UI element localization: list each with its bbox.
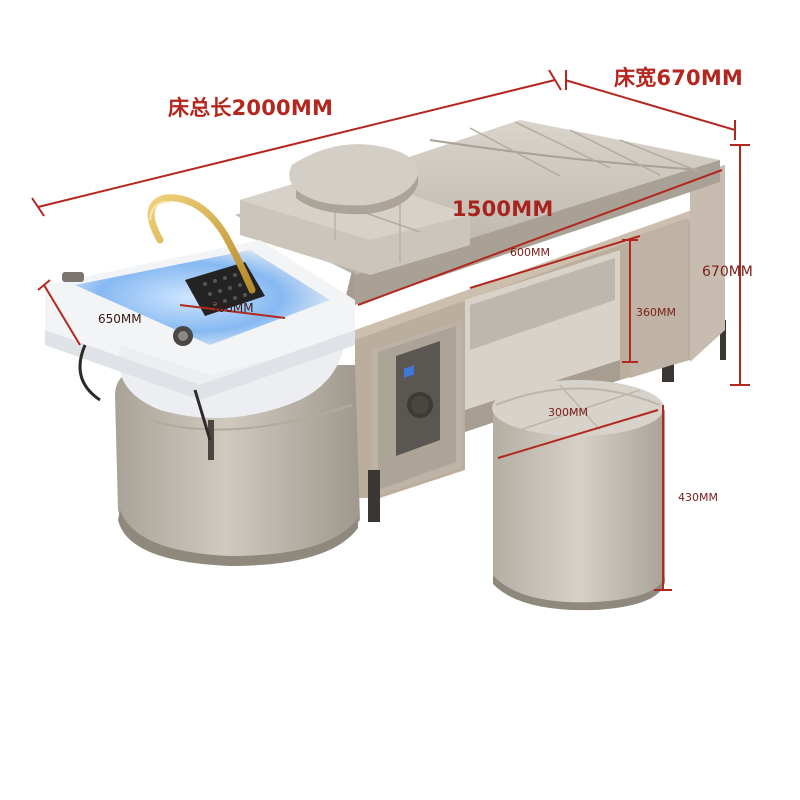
cabinet-height-label: 360MM — [636, 306, 676, 319]
basin-depth-label: 500MM — [210, 301, 254, 315]
dimension-lines — [31, 69, 750, 591]
bed-height-label: 670MM — [702, 264, 753, 280]
stool-diameter-label: 300MM — [548, 406, 588, 419]
neck-pillow — [289, 144, 419, 215]
bed-length-label: 1500MM — [452, 197, 554, 221]
shampoo-basin — [45, 240, 355, 441]
total-length-label: 床总长2000MM — [168, 96, 334, 120]
bed-width-label: 床宽670MM — [614, 66, 744, 90]
cabinet-width-label: 600MM — [510, 246, 550, 259]
basin-width-label: 650MM — [98, 312, 142, 326]
stool-height-label: 430MM — [678, 491, 718, 504]
faucet-arch — [147, 194, 256, 294]
control-panel — [396, 341, 440, 456]
